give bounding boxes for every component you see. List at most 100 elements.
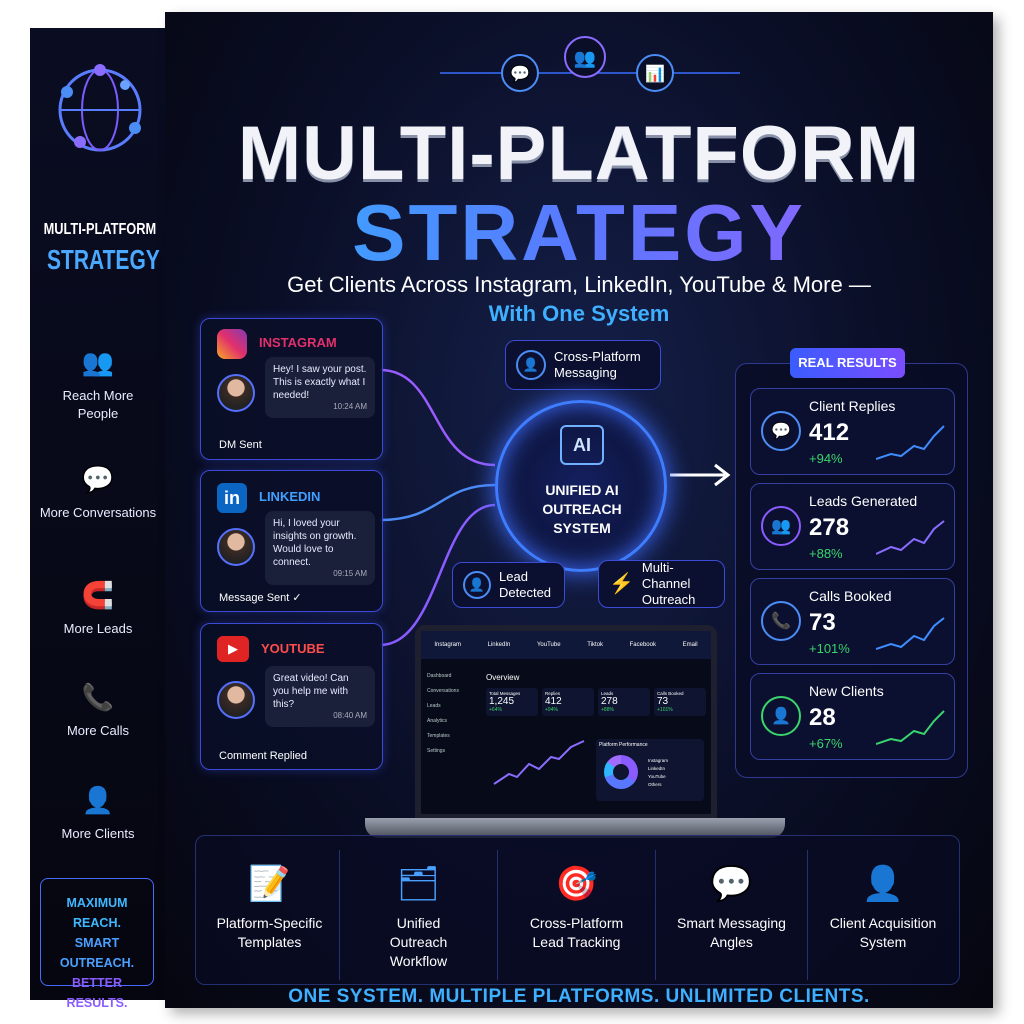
stat-change: +67% [809,736,843,751]
laptop-platform-tabs: Instagram LinkedIn YouTube Tiktok Facebook Em… [421,631,711,659]
metric-label: Total Messages [489,691,521,696]
feature-label: Smart Messaging Angles [677,915,786,950]
nav-templates[interactable]: Templates [427,733,450,739]
nav-leads[interactable]: Leads [427,703,441,709]
pill-label: Lead Detected [499,568,552,600]
side-item-reach: 👥 Reach More People [30,345,166,422]
chat-icon: 💬 [81,464,115,495]
message-text: Hey! I saw your post. This is exactly wh… [273,364,367,401]
legend-item: Instagram [648,758,669,763]
sparkline [876,617,945,650]
message-status: DM Sent [219,439,262,451]
people-icon: 👥 [81,347,115,378]
ai-hub-circle: AI UNIFIED AI OUTREACH SYSTEM [495,400,667,572]
stat-label: Leads Generated [809,493,918,509]
feature-client-acquisition: 👤Client Acquisition System [808,850,958,980]
tab-facebook[interactable]: Facebook [629,642,656,648]
features-bar [195,835,960,985]
message-text: Great video! Can you help me with this? [273,673,349,710]
subtitle-highlight: With One System [488,301,670,326]
lead-detected-pill: 👤 Lead Detected [452,562,565,608]
metric-value: 73 [657,696,669,707]
people-icon: 👥 [761,506,801,546]
linkedin-icon: in [217,483,247,513]
stat-label: Client Replies [809,398,896,414]
side-title-line1: MULTI-PLATFORM [43,221,157,238]
connector-lines [380,368,731,647]
ai-chip-icon: AI [560,425,604,465]
avatar [217,681,255,719]
feature-label: Cross-Platform Lead Tracking [529,915,624,950]
linkedin-card: in LINKEDIN Hi, I loved your insights on… [200,470,383,612]
feature-workflow: 🗂 Unified Outreach Workflow [340,850,498,980]
stat-value: 278 [809,514,850,541]
platform-name: INSTAGRAM [259,335,337,350]
stat-change: +94% [809,451,843,466]
nav-settings[interactable]: Settings [427,748,446,754]
lightning-icon: ⚡ [609,572,634,595]
instagram-card: INSTAGRAM Hey! I saw your post. This is … [200,318,383,460]
message-time: 09:15 AM [333,569,367,578]
nav-dashboard[interactable]: Dashboard [427,673,452,679]
side-item-label: Reach More People [62,388,134,421]
message-status: Comment Replied [219,750,308,762]
tab-email[interactable]: Email [682,642,698,648]
side-item-conversations: 💬 More Conversations [30,462,166,522]
metric-change: +94% [545,707,558,713]
tagline-line: BETTER RESULTS. [66,976,128,1010]
subtitle: Get Clients Across Instagram, LinkedIn, … [287,272,871,297]
main-title-line2: STRATEGY [175,193,983,273]
legend-item: Others [648,782,662,787]
user-star-icon: 👤 [81,785,115,816]
template-icon: 📝 [248,865,291,903]
message-bubble: Hey! I saw your post. This is exactly wh… [265,357,375,418]
phone-icon: 📞 [761,601,801,641]
metric-change: +101% [657,707,673,713]
box-side-panel [30,28,166,1000]
nav-conversations[interactable]: Conversations [427,688,459,694]
tab-instagram[interactable]: Instagram [434,642,461,648]
side-tagline-box: MAXIMUM REACH. SMART OUTREACH. BETTER RE… [40,878,154,1010]
tab-tiktok[interactable]: Tiktok [587,642,603,648]
chat-icon: 💬 [710,865,753,903]
side-item-label: More Clients [61,826,135,841]
metric-label: Calls Booked [657,691,684,696]
user-icon: 👤 [463,571,491,599]
sparkline [876,425,945,460]
workflow-icon: 🗂 [396,865,441,903]
metric-change: +88% [601,707,614,713]
tab-linkedin[interactable]: LinkedIn [487,642,511,648]
metric-change: +64% [489,707,502,713]
avatar [217,374,255,412]
overview-heading: Overview [486,673,520,682]
sparkline [876,710,945,745]
nav-analytics[interactable]: Analytics [427,718,448,724]
metric-label: Leads [601,691,614,696]
message-status: Message Sent ✓ [219,592,302,604]
pill-label: Cross-Platform Messaging [554,348,641,380]
laptop-base [365,818,785,838]
target-icon: 🎯 [555,865,598,903]
platform-name: YOUTUBE [261,641,325,656]
side-item-label: More Conversations [39,505,157,520]
cross-platform-messaging-pill: 👤Cross-Platform Messaging [505,340,661,390]
panel-title: Platform Performance [599,742,648,748]
footer-tagline: ONE SYSTEM. MULTIPLE PLATFORMS. UNLIMITE… [288,986,870,1007]
youtube-icon: ▶ [217,636,249,662]
phone-chart-icon: 📞 [81,682,115,713]
chat-icon: 💬 [761,411,801,451]
legend-item: LinkedIn [648,766,666,771]
feature-messaging-angles: 💬 Smart Messaging Angles [656,850,808,980]
tagline-line: SMART OUTREACH. [59,936,135,970]
instagram-icon [217,329,247,359]
main-title-line1: MULTI-PLATFORM [237,111,921,196]
tab-youtube[interactable]: YouTube [536,642,561,648]
globe-network-logo-icon [58,64,142,152]
feature-label: Unified Outreach Workflow [389,915,448,969]
message-bubble: Hi, I loved your insights on growth. Wou… [265,511,375,585]
